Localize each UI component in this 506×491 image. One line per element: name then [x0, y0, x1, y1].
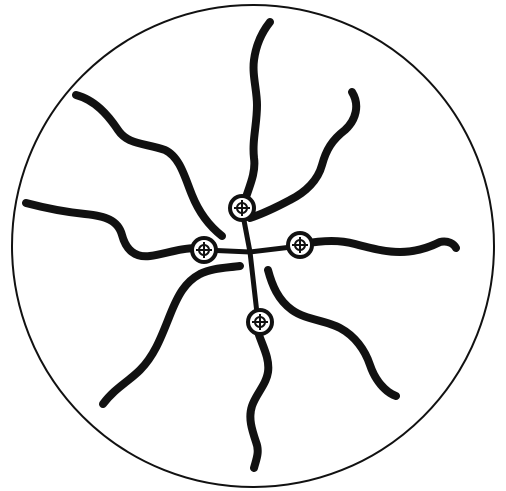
node-bottom — [248, 310, 272, 334]
node-right — [288, 233, 312, 257]
node-left — [192, 238, 216, 262]
node-top — [230, 196, 254, 220]
